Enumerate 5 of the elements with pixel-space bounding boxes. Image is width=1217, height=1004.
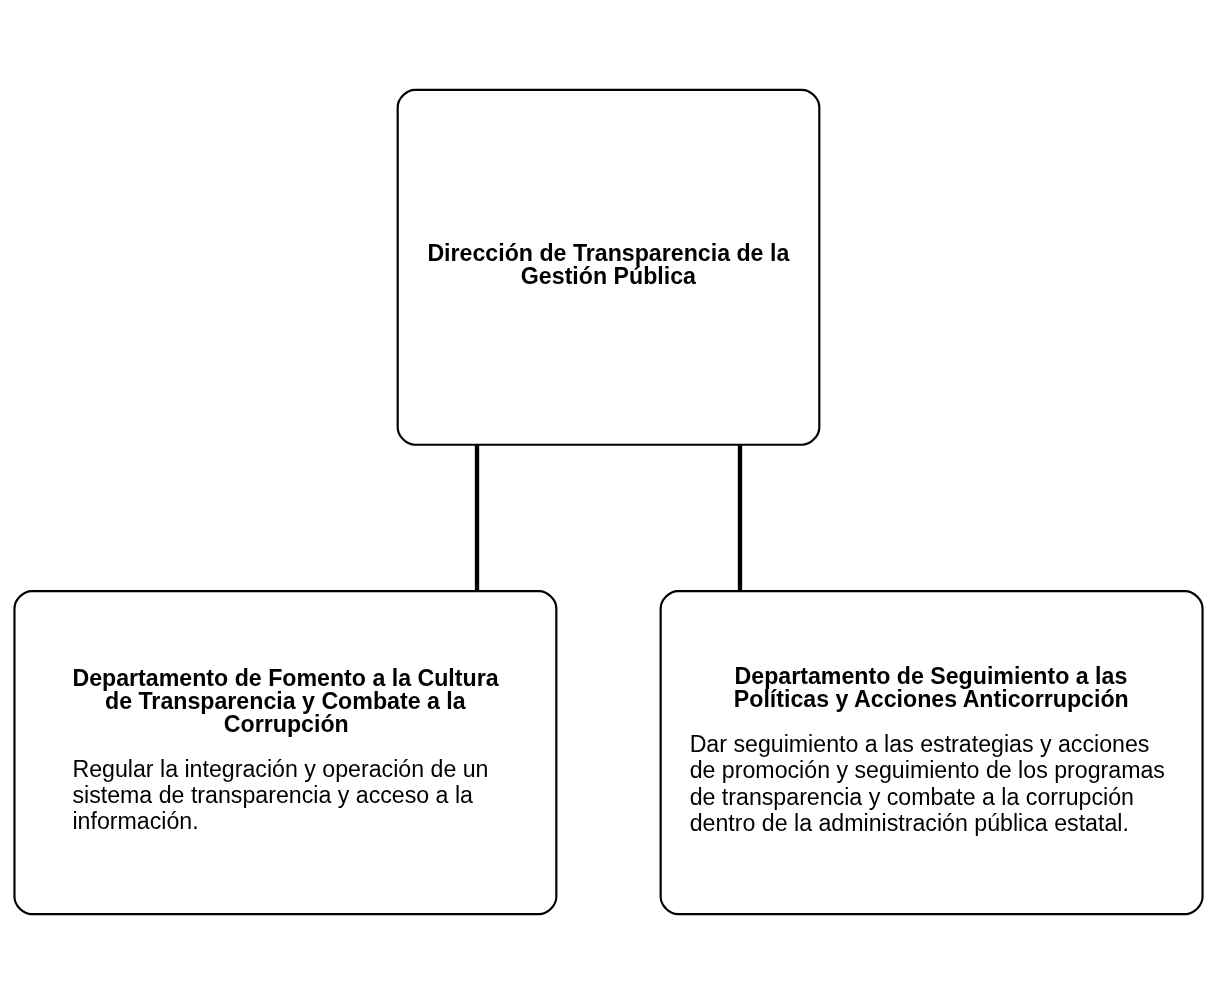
connector [474,445,480,591]
node-box: Departamento de Fomento a la Cultura de Transparencia y Combate a la Corrupción Regular la integración y operación de un sistema de transparencia y acceso a la información. [13,590,558,916]
node-box: Departamento de Seguimiento a las Políticas y Acciones Anticorrupción Dar seguimiento a las estrategias y acciones de promoción y seguimiento de los programas de transparencia y combate a la corrupción dentro de la administración pública estatal. [659,590,1204,916]
node-box: Dirección de Transparencia de la Gestión Pública [396,88,821,446]
connector [737,445,743,591]
